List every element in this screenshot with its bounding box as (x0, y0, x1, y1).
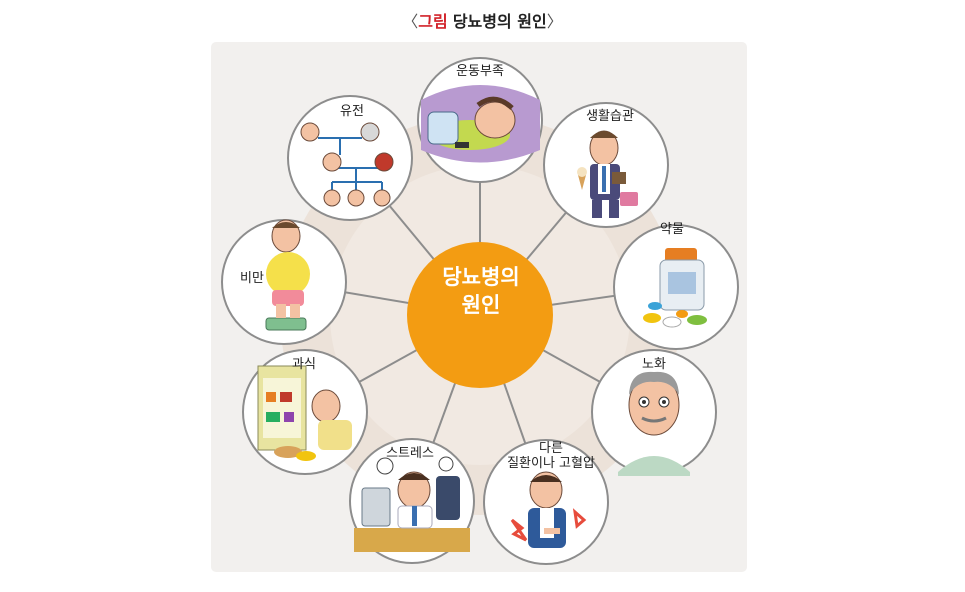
label-obesity: 비만 (240, 271, 264, 286)
label-disease-line2: 질환이나 고혈압 (507, 456, 595, 471)
node-medicine (613, 224, 739, 350)
node-disease (483, 439, 609, 565)
node-aging (591, 349, 717, 476)
label-stress: 스트레스 (386, 446, 434, 461)
stressed-office-worker-icon (354, 456, 470, 552)
node-exercise (417, 57, 543, 183)
man-with-ice-cream-icon (577, 130, 638, 218)
center-label-line1: 당뇨병의 (442, 265, 520, 289)
man-on-scale-icon (265, 219, 310, 331)
label-disease: 다른 질환이나 고혈압 (496, 441, 606, 471)
center-label: 당뇨병의 원인 (406, 263, 556, 319)
title-close-bracket: 〉 (546, 12, 563, 31)
man-eating-at-fridge-icon (257, 365, 352, 461)
node-stress (349, 438, 475, 564)
label-medicine: 약물 (660, 222, 684, 237)
family-tree-icon (300, 122, 394, 207)
label-disease-line1: 다른 (539, 441, 563, 456)
node-overeating (242, 349, 368, 475)
elderly-man-icon (618, 371, 690, 476)
label-aging: 노화 (642, 357, 666, 372)
node-genetics (287, 95, 413, 221)
title-figure-name: 당뇨병의 원인 (452, 12, 547, 31)
title-figure-label: 그림 (418, 12, 448, 31)
node-habits (543, 102, 669, 228)
label-habits: 생활습관 (586, 109, 634, 124)
label-genetics: 유전 (340, 104, 364, 119)
label-exercise: 운동부족 (456, 64, 504, 79)
center-label-line2: 원인 (461, 293, 501, 317)
man-in-pain-icon (510, 471, 587, 548)
pill-bottle-icon (643, 248, 707, 328)
node-obesity (221, 219, 347, 345)
title-open-bracket: 〈 (402, 12, 419, 31)
center-circle (407, 242, 553, 388)
label-overeating: 과식 (292, 357, 316, 372)
figure-title: 〈그림 당뇨병의 원인〉 (0, 8, 965, 32)
sleeping-man-icon (421, 85, 540, 163)
